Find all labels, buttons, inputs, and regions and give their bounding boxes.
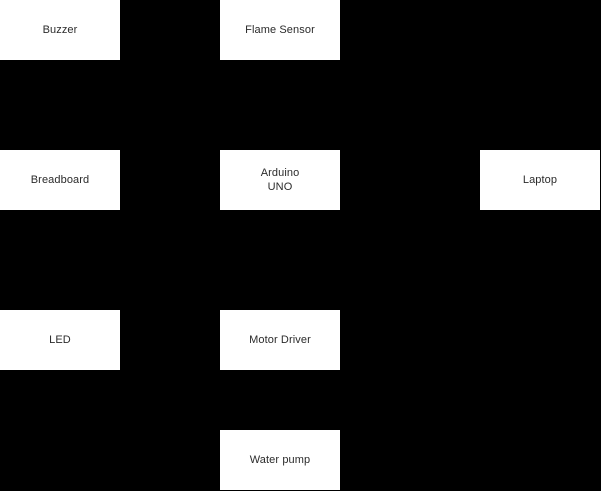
- node-arduino-uno[interactable]: Arduino UNO: [220, 150, 340, 210]
- node-label-led: LED: [49, 334, 71, 346]
- node-led[interactable]: LED: [0, 310, 120, 370]
- node-breadboard[interactable]: Breadboard: [0, 150, 120, 210]
- node-label-motor-driver: Motor Driver: [249, 334, 311, 346]
- node-label-water-pump: Water pump: [249, 454, 311, 466]
- node-label-breadboard: Breadboard: [30, 174, 90, 186]
- node-motor-driver[interactable]: Motor Driver: [220, 310, 340, 370]
- node-laptop[interactable]: Laptop: [480, 150, 600, 210]
- node-buzzer[interactable]: Buzzer: [0, 0, 120, 60]
- node-label-arduino-uno: Arduino UNO: [260, 167, 300, 193]
- node-label-flame-sensor: Flame Sensor: [245, 24, 315, 36]
- node-label-laptop: Laptop: [522, 174, 558, 186]
- node-label-buzzer: Buzzer: [42, 24, 78, 36]
- node-water-pump[interactable]: Water pump: [220, 430, 340, 490]
- node-flame-sensor[interactable]: Flame Sensor: [220, 0, 340, 60]
